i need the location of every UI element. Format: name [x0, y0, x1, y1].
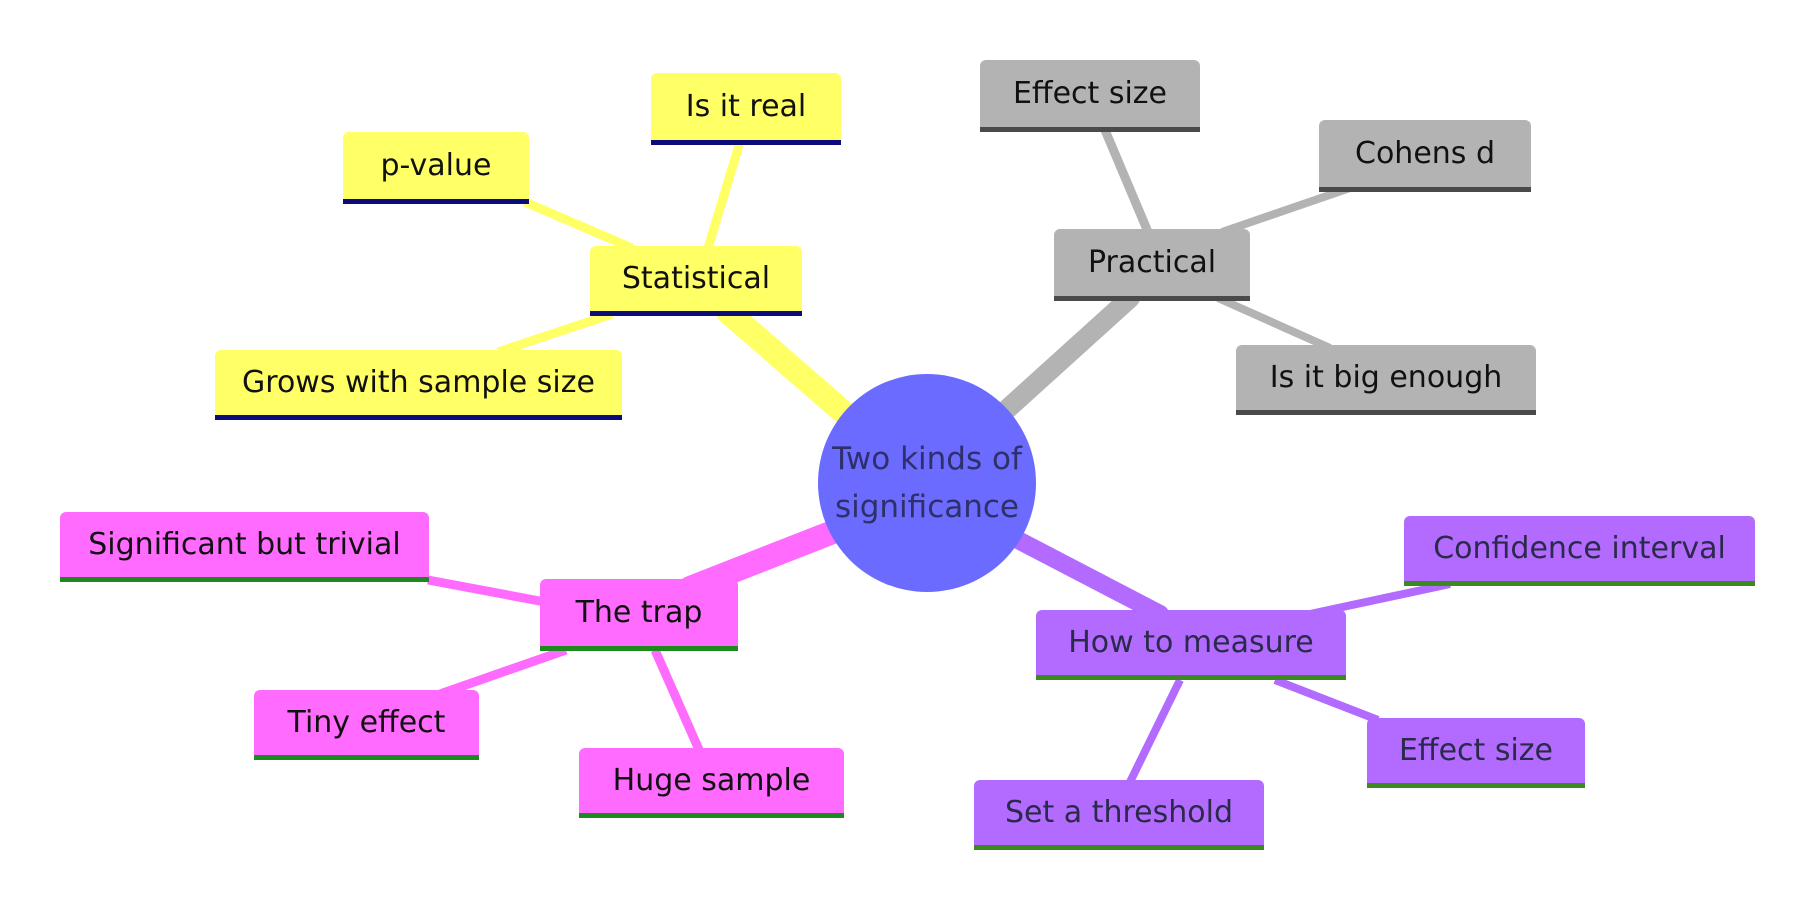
edge-measure-confidence — [1309, 580, 1451, 618]
leaf-node-is-it-real[interactable]: Is it real — [651, 73, 841, 145]
edge-trap-tiny — [438, 645, 568, 699]
leaf-node-confidence-interval[interactable]: Confidence interval — [1404, 516, 1755, 586]
edge-practical-bigenough — [1216, 294, 1332, 352]
root-node[interactable]: Two kinds of significance — [818, 374, 1036, 592]
branch-node-the-trap[interactable]: The trap — [540, 579, 738, 651]
leaf-node-set-a-threshold[interactable]: Set a threshold — [974, 780, 1264, 850]
edge-root-measure — [1009, 531, 1169, 623]
edge-measure-effectsize — [1273, 676, 1380, 724]
edge-practical-effectsize — [1100, 128, 1153, 234]
edge-statistical-isitreal — [703, 140, 745, 250]
edge-statistical-grows — [496, 309, 614, 357]
edge-root-practical — [994, 288, 1140, 422]
leaf-node-tiny-effect[interactable]: Tiny effect — [254, 690, 479, 760]
edge-measure-threshold — [1126, 678, 1184, 784]
edge-root-trap — [678, 518, 850, 600]
edge-root-statistical — [716, 300, 862, 430]
edge-trap-trivial — [427, 575, 546, 607]
root-label-line-1: Two kinds of — [832, 441, 1022, 477]
edge-practical-cohensd — [1220, 184, 1352, 236]
branch-node-statistical[interactable]: Statistical — [590, 246, 802, 316]
root-label-line-2: significance — [834, 489, 1020, 525]
leaf-node-effect-size-measure[interactable]: Effect size — [1367, 718, 1585, 788]
leaf-node-p-value[interactable]: p-value — [343, 132, 529, 204]
leaf-node-effect-size[interactable]: Effect size — [980, 60, 1200, 132]
edge-statistical-pvalue — [523, 197, 634, 253]
branch-node-practical[interactable]: Practical — [1054, 229, 1250, 301]
leaf-node-is-it-big-enough[interactable]: Is it big enough — [1236, 345, 1536, 415]
leaf-node-grows-with-sample-size[interactable]: Grows with sample size — [215, 350, 622, 420]
leaf-node-huge-sample[interactable]: Huge sample — [579, 748, 844, 818]
edge-trap-huge — [650, 648, 705, 754]
branch-node-how-to-measure[interactable]: How to measure — [1036, 610, 1346, 680]
leaf-node-cohens-d[interactable]: Cohens d — [1319, 120, 1531, 192]
leaf-node-significant-but-trivial[interactable]: Significant but trivial — [60, 512, 429, 582]
